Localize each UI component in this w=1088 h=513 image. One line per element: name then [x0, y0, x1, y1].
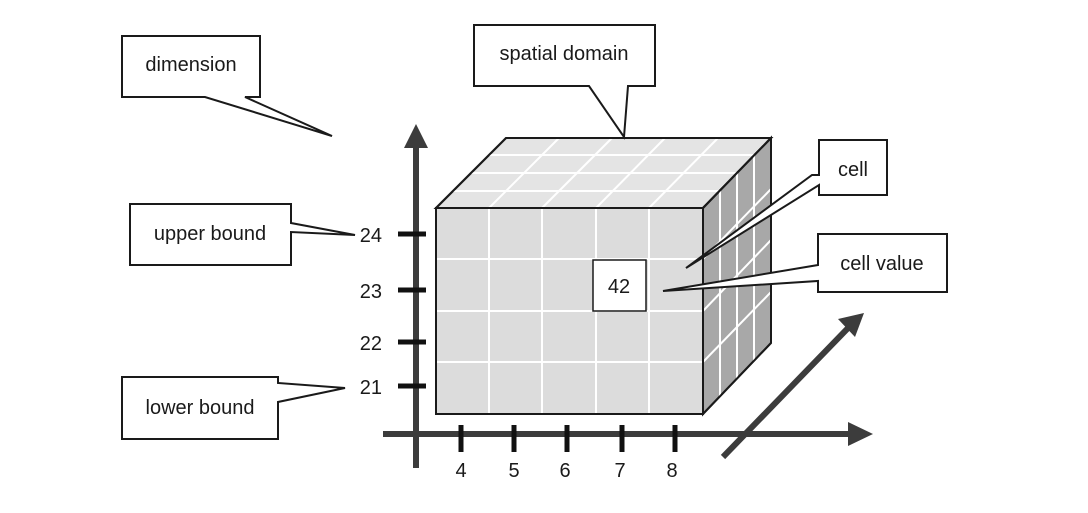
cube-side-grid [702, 155, 772, 396]
z-axis [720, 323, 853, 460]
callout-cell: cell [685, 139, 888, 269]
callout-cell-value: cell value [662, 233, 948, 293]
y-ticks: 24 23 22 21 [360, 225, 426, 399]
y-tick-label: 23 [360, 281, 382, 303]
dimension-label: dimension [145, 54, 236, 76]
cell-value-label: cell value [840, 253, 923, 275]
callout-lower-bound: lower bound [121, 376, 346, 440]
x-axis-arrowhead [848, 422, 873, 446]
callout-dimension: dimension [121, 35, 333, 137]
upper-bound-label: upper bound [154, 223, 266, 245]
z-axis-arrowhead [838, 313, 864, 337]
x-ticks: 4 5 6 7 8 [455, 425, 678, 482]
cube-top-grid [453, 137, 754, 209]
cell-value-text: 42 [608, 276, 630, 298]
y-axis-arrowhead [404, 124, 428, 148]
y-tick-label: 21 [360, 377, 382, 399]
lower-bound-label: lower bound [146, 397, 255, 419]
spatial-domain-label: spatial domain [500, 43, 629, 65]
y-tick-label: 22 [360, 333, 382, 355]
data-cube: 42 [433, 135, 774, 417]
x-tick-label: 5 [508, 460, 519, 482]
x-tick-label: 6 [559, 460, 570, 482]
callout-spatial-domain: spatial domain [473, 24, 656, 140]
x-tick-label: 8 [666, 460, 677, 482]
cell-label: cell [838, 159, 868, 181]
x-tick-label: 7 [614, 460, 625, 482]
y-tick-label: 24 [360, 225, 382, 247]
x-tick-label: 4 [455, 460, 466, 482]
highlighted-cell [592, 259, 647, 312]
callout-upper-bound: upper bound [129, 203, 356, 266]
